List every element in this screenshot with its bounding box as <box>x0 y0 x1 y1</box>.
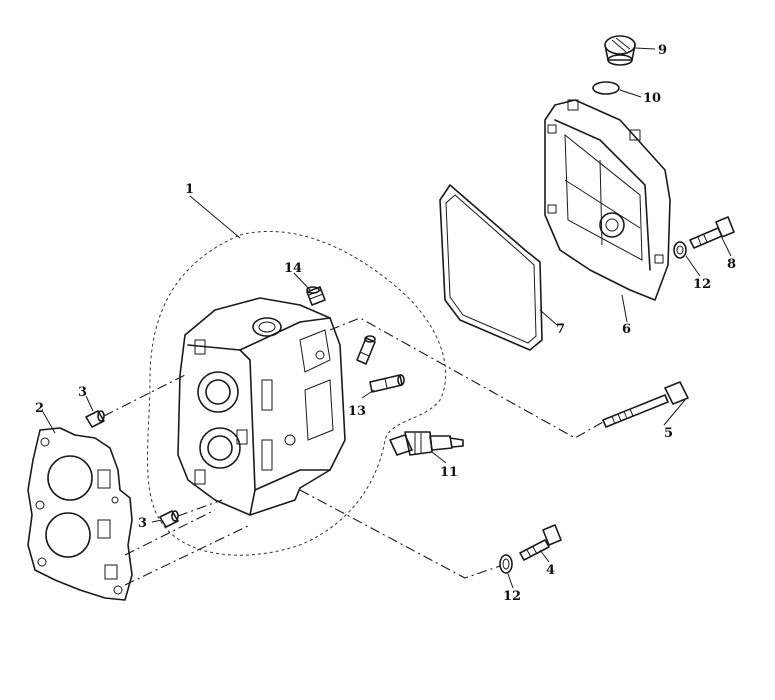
centerline-gasket-lower <box>124 524 251 586</box>
stud-upper <box>356 335 376 365</box>
o-ring <box>592 81 620 95</box>
head-gasket <box>27 427 133 601</box>
cylinder-head-cover <box>544 99 671 301</box>
cylinder-head <box>177 297 346 516</box>
label-part-6: 6 <box>622 322 631 337</box>
assembly-boundary <box>147 230 447 556</box>
label-part-3-lower: 3 <box>138 516 147 531</box>
short-bolt <box>519 524 562 561</box>
washer-upper <box>673 241 687 259</box>
label-part-4: 4 <box>546 563 555 578</box>
label-part-13: 13 <box>348 404 366 419</box>
label-part-3-upper: 3 <box>78 385 87 400</box>
label-part-7: 7 <box>556 322 565 337</box>
spark-plug <box>389 431 464 456</box>
dowel-pin-upper <box>85 410 105 428</box>
centerline-dowel-lower <box>177 499 223 517</box>
long-bolt <box>602 381 689 428</box>
cover-gasket <box>439 184 543 351</box>
centerline-gasket-upper <box>124 509 216 556</box>
stud-lower <box>369 374 405 393</box>
centerline-dowel-upper <box>103 374 186 417</box>
cover-bolt <box>689 216 735 249</box>
oil-filler-cap <box>604 35 636 66</box>
label-part-8: 8 <box>727 257 736 272</box>
dowel-pin-lower <box>159 510 179 528</box>
small-plug <box>306 286 326 306</box>
label-part-12-lower: 12 <box>503 589 521 604</box>
label-part-11: 11 <box>440 465 458 480</box>
centerline-short-bolt <box>299 489 501 579</box>
label-part-12-upper: 12 <box>693 277 711 292</box>
washer-lower <box>499 554 513 574</box>
centerline-long-bolt <box>329 317 604 439</box>
label-part-5: 5 <box>664 426 673 441</box>
label-part-2: 2 <box>35 401 44 416</box>
label-part-1: 1 <box>185 182 194 197</box>
label-part-9: 9 <box>658 43 667 58</box>
label-part-14: 14 <box>284 261 302 276</box>
label-part-10: 10 <box>643 91 661 106</box>
